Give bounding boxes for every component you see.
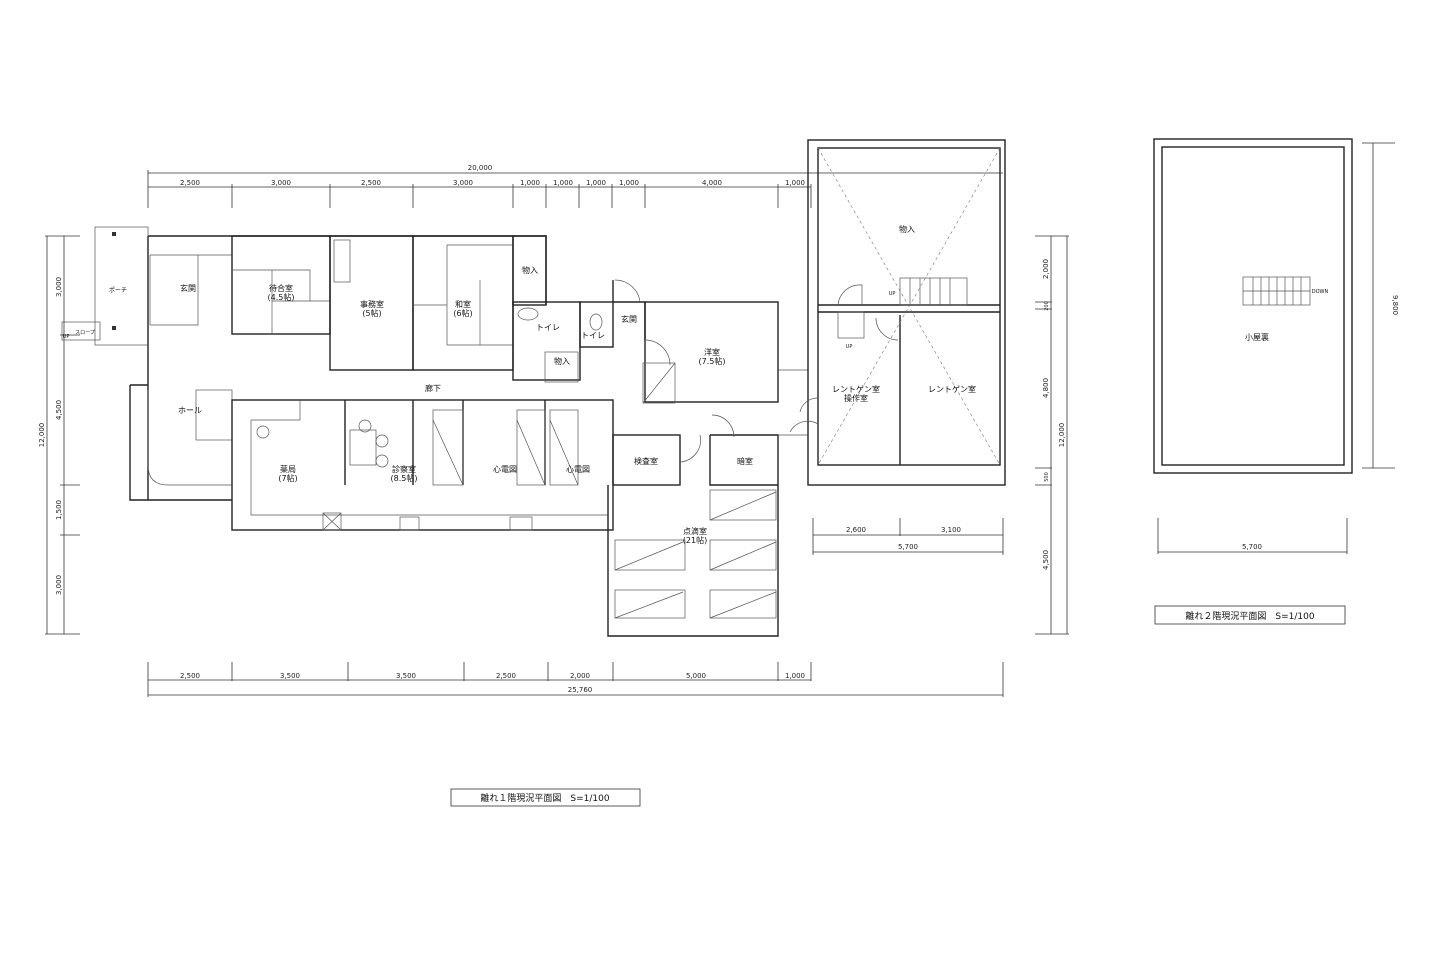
label-storage: 物入 bbox=[522, 265, 538, 275]
dim-top: 3,000 bbox=[453, 179, 473, 187]
label-exam-room: 診察室 bbox=[392, 464, 416, 474]
dim-floor2-width: 5,700 bbox=[1242, 543, 1262, 551]
dim-xray: 2,600 bbox=[846, 526, 866, 534]
dim-left: 4,500 bbox=[55, 400, 63, 420]
dim-top: 1,000 bbox=[586, 179, 606, 187]
label-porch: ポーチ bbox=[109, 286, 127, 294]
dim-bottom: 5,000 bbox=[686, 672, 706, 680]
label-slope: スロープ bbox=[75, 330, 95, 336]
xray-dimensions: 2,600 3,100 5,700 bbox=[812, 518, 1004, 555]
dim-left: 1,500 bbox=[55, 500, 63, 520]
dim-floor2-height: 9,800 bbox=[1391, 295, 1399, 315]
label-storage: 物入 bbox=[554, 356, 570, 366]
dim-right: 2,000 bbox=[1042, 259, 1050, 279]
label-storage: 物入 bbox=[899, 224, 915, 234]
label-exam-size: (8.5帖) bbox=[391, 473, 418, 483]
label-xray-operation-2: 操作室 bbox=[844, 393, 868, 403]
dim-top: 4,000 bbox=[702, 179, 722, 187]
floor1-title-box: 離れ１階現況平面図 S=1/100 bbox=[450, 788, 641, 807]
dim-xray-total: 5,700 bbox=[898, 543, 918, 551]
dim-top: 1,000 bbox=[553, 179, 573, 187]
dim-top: 1,000 bbox=[520, 179, 540, 187]
right-dimensions: 2,000 200 4,800 500 4,500 12,000 bbox=[1035, 235, 1069, 635]
dim-top: 1,000 bbox=[785, 179, 805, 187]
label-toilet: トイレ bbox=[581, 331, 605, 340]
label-drip-room: 点滴室 bbox=[683, 526, 707, 536]
dim-bottom: 2,500 bbox=[496, 672, 516, 680]
label-slope-up: UP bbox=[63, 334, 70, 340]
dim-right: 4,800 bbox=[1042, 378, 1050, 398]
label-washitsu: 和室 bbox=[455, 299, 471, 309]
label-ecg: 心電図 bbox=[493, 465, 517, 474]
dim-bottom: 3,500 bbox=[396, 672, 416, 680]
dim-bottom: 2,000 bbox=[570, 672, 590, 680]
floor2-plan: DOWN 小屋裏 9,800 5,700 離れ２階現況平面図 S=1/100 bbox=[1153, 138, 1399, 625]
label-toilet: トイレ bbox=[536, 323, 560, 332]
dim-left-total: 12,000 bbox=[38, 423, 46, 448]
dim-top: 3,000 bbox=[271, 179, 291, 187]
label-office-size: (5帖) bbox=[362, 308, 381, 318]
label-washitsu-size: (6帖) bbox=[453, 308, 472, 318]
label-office: 事務室 bbox=[360, 299, 384, 309]
label-corridor: 廊下 bbox=[425, 383, 441, 393]
room-labels: ポーチ スロープ UP 玄関 待合室 (4.5帖) 事務室 (5帖) 和室 (6… bbox=[63, 265, 753, 545]
label-waiting-size: (4.5帖) bbox=[268, 292, 295, 302]
dim-right: 4,500 bbox=[1042, 550, 1050, 570]
label-western-room: 洋室 bbox=[704, 347, 720, 357]
label-pharmacy: 薬局 bbox=[280, 464, 296, 474]
bottom-dimensions: 2,500 3,500 3,500 2,500 2,000 5,000 1,00… bbox=[147, 662, 1004, 697]
dim-right: 200 bbox=[1044, 301, 1050, 311]
dim-bottom: 1,000 bbox=[785, 672, 805, 680]
label-entrance-2: 玄関 bbox=[621, 314, 637, 324]
label-up: UP bbox=[846, 344, 853, 350]
dim-left: 3,000 bbox=[55, 575, 63, 595]
dim-xray: 3,100 bbox=[941, 526, 961, 534]
label-western-size: (7.5帖) bbox=[699, 356, 726, 366]
label-xray-operation: レントゲン室 bbox=[832, 384, 880, 394]
dim-top-total: 20,000 bbox=[468, 164, 493, 172]
dim-bottom-total: 25,760 bbox=[568, 686, 593, 694]
dim-top: 2,500 bbox=[361, 179, 381, 187]
dim-right: 500 bbox=[1044, 472, 1050, 482]
label-attic: 小屋裏 bbox=[1245, 332, 1269, 342]
floor1-title: 離れ１階現況平面図 S=1/100 bbox=[480, 792, 609, 804]
label-drip-size: (21帖) bbox=[683, 535, 707, 545]
top-dimensions: 20,000 2,500 3,000 2,500 3,000 1,000 1,0… bbox=[147, 164, 1003, 208]
label-lab: 検査室 bbox=[634, 456, 658, 466]
dim-bottom: 3,500 bbox=[280, 672, 300, 680]
label-up: UP bbox=[889, 291, 896, 297]
dim-right-total: 12,000 bbox=[1058, 423, 1066, 448]
left-dimensions: 3,000 4,500 1,500 3,000 12,000 bbox=[38, 235, 80, 635]
label-waiting-room: 待合室 bbox=[269, 283, 293, 293]
dim-top: 1,000 bbox=[619, 179, 639, 187]
label-xray-room: レントゲン室 bbox=[928, 384, 976, 394]
label-darkroom: 暗室 bbox=[737, 456, 753, 466]
dim-left: 3,000 bbox=[55, 277, 63, 297]
label-ecg: 心電図 bbox=[566, 465, 590, 474]
xray-building: 物入 UP UP レントゲン室 操作室 レントゲン室 bbox=[789, 139, 1006, 486]
label-hall: ホール bbox=[178, 406, 202, 415]
dim-bottom: 2,500 bbox=[180, 672, 200, 680]
main-building bbox=[61, 226, 808, 637]
label-entrance: 玄関 bbox=[180, 283, 196, 293]
floor2-title: 離れ２階現況平面図 S=1/100 bbox=[1185, 610, 1314, 622]
dim-top: 2,500 bbox=[180, 179, 200, 187]
label-pharmacy-size: (7帖) bbox=[278, 473, 297, 483]
label-down: DOWN bbox=[1312, 289, 1329, 295]
